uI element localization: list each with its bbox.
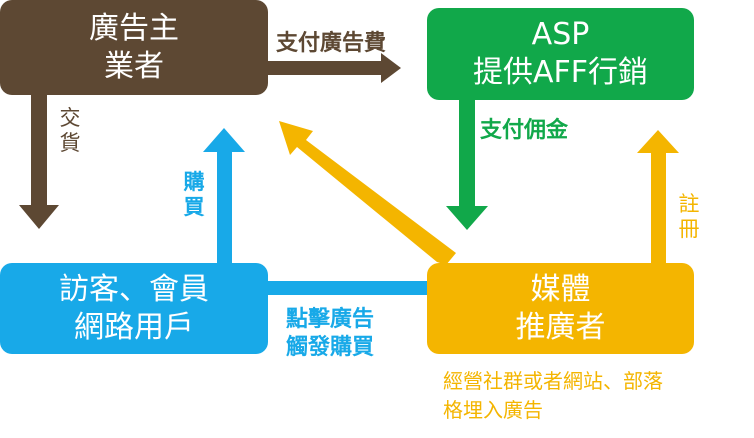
arrow-pay-ad-fee	[268, 53, 401, 83]
arrow-media-to-advertiser	[279, 121, 456, 265]
arrow-register	[637, 130, 679, 263]
visitors-line2: 網路用戶	[74, 309, 194, 345]
media-line1: 媒體	[530, 271, 591, 307]
asp-line1: ASP	[531, 17, 590, 52]
label-register: 註冊	[678, 192, 700, 241]
label-purchase: 購買	[183, 170, 205, 219]
arrow-deliver	[19, 95, 59, 229]
arrow-purchase	[203, 128, 245, 263]
label-click-ad-line1: 點擊廣告	[286, 307, 375, 332]
advertiser-line2: 業者	[104, 48, 164, 84]
asp-line2: 提供AFF行銷	[472, 55, 649, 90]
label-deliver: 交貨	[59, 106, 81, 155]
asp-box: ASP 提供AFF行銷	[427, 8, 694, 100]
visitors-line1: 訪客、會員	[59, 271, 209, 307]
visitors-box: 訪客、會員 網路用戶	[0, 263, 268, 354]
arrow-pay-commission	[446, 100, 488, 230]
label-pay-commission: 支付佣金	[480, 118, 569, 143]
connector-click-ad	[268, 281, 428, 295]
media-note-line1: 經營社群或者網站、部落	[443, 369, 663, 393]
advertiser-line1: 廣告主	[89, 10, 179, 46]
media-note-line2: 格埋入廣告	[443, 398, 543, 422]
media-line2: 推廣者	[515, 309, 606, 345]
label-pay-ad-fee: 支付廣告費	[276, 31, 387, 56]
media-box: 媒體 推廣者	[427, 263, 694, 354]
advertiser-box: 廣告主 業者	[0, 0, 268, 95]
label-click-ad-line2: 觸發購買	[286, 335, 375, 360]
